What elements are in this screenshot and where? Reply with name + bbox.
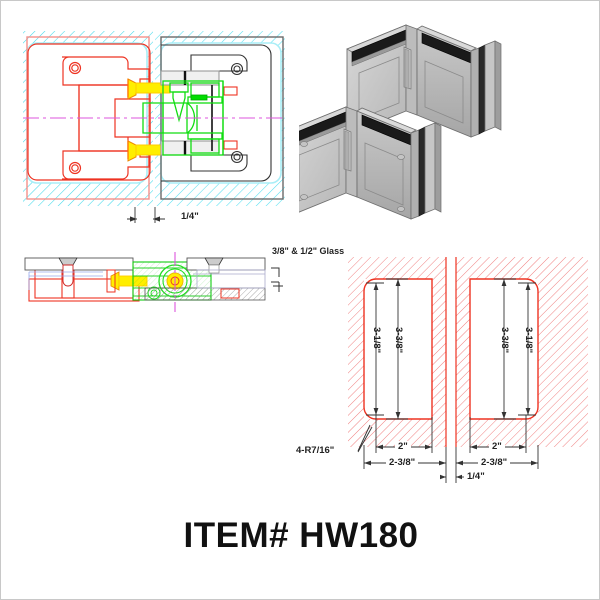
elevation-right bbox=[186, 257, 266, 299]
glass-thickness-label: 3/8" & 1/2" Glass bbox=[272, 246, 345, 256]
right-inner-height-label: 3-1/8" bbox=[523, 327, 534, 354]
iso-part-upper bbox=[346, 24, 502, 138]
iso-screw-head bbox=[300, 141, 308, 200]
green-detail-block bbox=[190, 94, 208, 101]
right-inner-width-label: 2" bbox=[489, 441, 505, 452]
plan-section-view: 1/4" bbox=[15, 21, 293, 236]
radius-leader-line bbox=[357, 424, 373, 453]
page-title: ITEM# HW180 bbox=[183, 516, 419, 555]
gap-dimension bbox=[127, 207, 165, 223]
plan-section-svg bbox=[23, 31, 285, 223]
center-gap-label: 1/4" bbox=[467, 471, 485, 482]
right-tab-top bbox=[223, 86, 238, 96]
left-outer-height-label: 3-3/8" bbox=[393, 327, 404, 354]
fastener-upper-yellow bbox=[127, 78, 171, 100]
right-outer-height-label: 3-3/8" bbox=[499, 327, 510, 354]
isometric-view bbox=[299, 11, 599, 236]
glass-thickness-leaders bbox=[271, 267, 283, 292]
cutout-detail-svg bbox=[348, 257, 588, 483]
plan-gap-label: 1/4" bbox=[181, 211, 199, 222]
elevation-section-view: 3/8" & 1/2" Glass bbox=[7, 246, 344, 316]
cutout-detail-view: 3-1/8" 3-3/8" 3-3/8" 3-1/8" 2" 2-3/8" 2"… bbox=[296, 249, 599, 494]
isometric-svg bbox=[299, 24, 502, 220]
fastener-lower-yellow bbox=[127, 140, 171, 162]
iso-screw-head bbox=[397, 154, 405, 212]
right-plate-cavity bbox=[160, 42, 282, 184]
right-outer-width-label: 2-3/8" bbox=[478, 457, 511, 468]
elevation-section-svg bbox=[24, 252, 283, 312]
right-glass-panel bbox=[455, 257, 588, 447]
iso-part-lower bbox=[299, 106, 442, 220]
corner-radius-label: 4-R7/16" bbox=[296, 445, 335, 456]
vertical-dimension-lines bbox=[366, 278, 536, 420]
left-inner-width-label: 2" bbox=[395, 441, 411, 452]
right-tab-bottom bbox=[223, 140, 238, 150]
horizontal-dimension-lines bbox=[363, 415, 539, 483]
left-plate-cavity bbox=[26, 42, 148, 184]
left-outer-width-label: 2-3/8" bbox=[386, 457, 419, 468]
left-inner-height-label: 3-1/8" bbox=[371, 327, 382, 354]
title-block: ITEM# HW180 bbox=[1, 516, 599, 556]
